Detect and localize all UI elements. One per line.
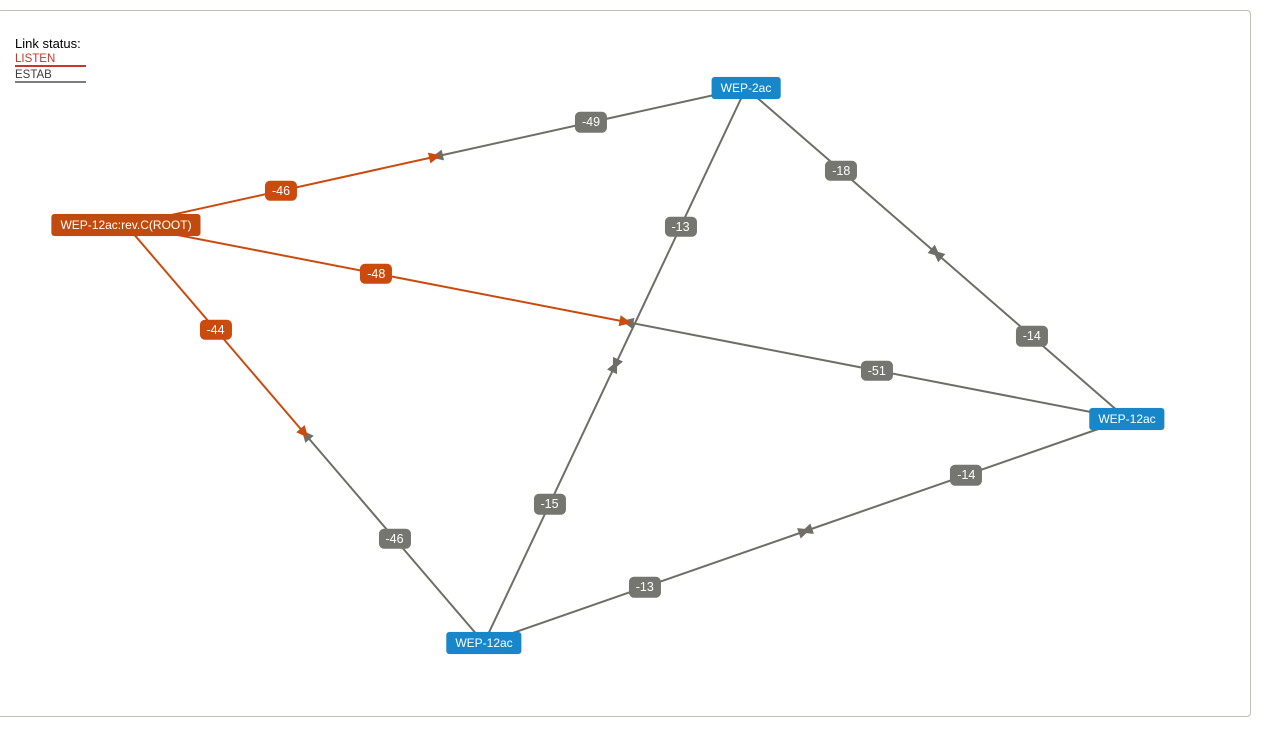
link-arrow-root-wep12ac_right bbox=[618, 315, 632, 327]
link-line-wep12ac_bottom-wep12ac_right bbox=[483, 530, 806, 644]
link-arrow-root-wep12ac_bottom bbox=[296, 425, 309, 438]
link-line-wep2ac-wep12ac_right bbox=[745, 87, 938, 255]
link-line-wep12ac_bottom-wep2ac bbox=[483, 365, 616, 644]
link-line-wep12ac_right-root bbox=[626, 321, 1128, 420]
node-wep2ac[interactable]: WEP-2ac bbox=[711, 77, 781, 99]
topology-canvas[interactable] bbox=[0, 10, 1251, 717]
link-line-wep2ac-root bbox=[435, 87, 747, 158]
legend-title: Link status: bbox=[15, 36, 81, 51]
node-root[interactable]: WEP-12ac:rev.C(ROOT) bbox=[51, 214, 201, 236]
link-line-root-wep12ac_bottom bbox=[125, 224, 306, 435]
link-status-legend: Link status: LISTEN ESTAB bbox=[15, 36, 86, 85]
legend-item-estab: ESTAB bbox=[15, 69, 86, 83]
link-arrow-wep12ac_bottom-wep12ac_right bbox=[797, 528, 811, 539]
legend-listen-label: LISTEN bbox=[15, 53, 56, 65]
link-arrow-root-wep2ac bbox=[427, 152, 441, 164]
link-arrow-wep12ac_right-wep2ac bbox=[932, 250, 946, 263]
link-line-root-wep12ac_right bbox=[125, 224, 627, 323]
link-line-wep2ac-wep12ac_bottom bbox=[614, 87, 747, 366]
legend-item-listen: LISTEN bbox=[15, 53, 86, 67]
link-line-wep12ac_right-wep2ac bbox=[935, 252, 1128, 420]
link-line-wep12ac_bottom-root bbox=[304, 433, 485, 644]
link-arrow-wep12ac_bottom-wep2ac bbox=[607, 360, 618, 375]
legend-estab-label: ESTAB bbox=[15, 69, 52, 81]
node-wep12ac_right[interactable]: WEP-12ac bbox=[1089, 408, 1165, 430]
node-wep12ac_bottom[interactable]: WEP-12ac bbox=[446, 632, 522, 654]
link-line-wep12ac_right-wep12ac_bottom bbox=[805, 418, 1128, 532]
